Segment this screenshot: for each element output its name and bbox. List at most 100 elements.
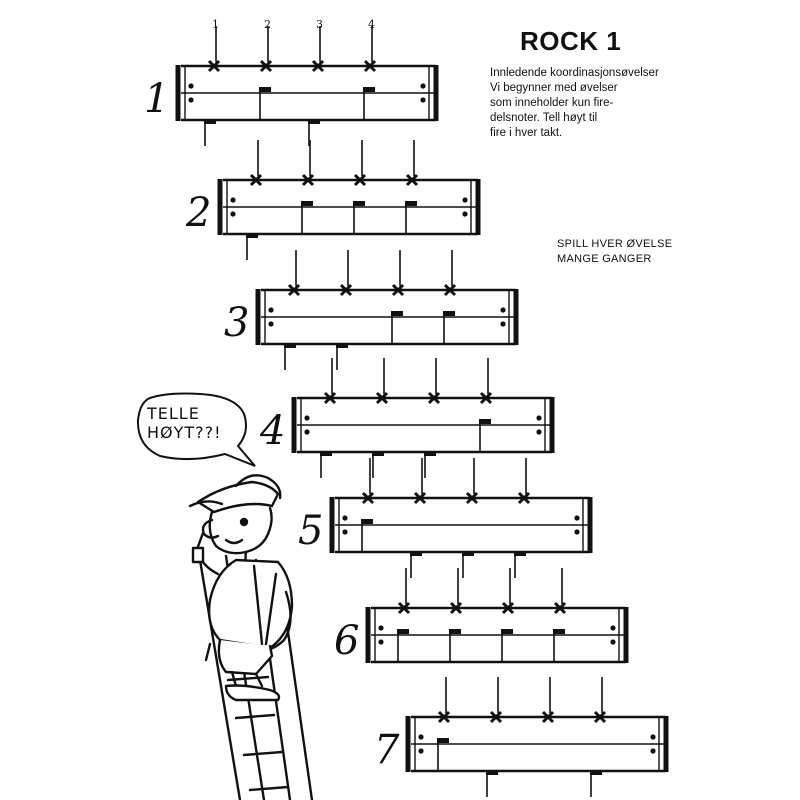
repeat-dot (342, 515, 348, 521)
hint-line: MANGE GANGER (557, 253, 652, 265)
intro-line: Vi begynner med øvelser (490, 82, 618, 94)
snare-note (437, 738, 449, 743)
beat-count: 4 (368, 18, 375, 31)
hihat-note (449, 601, 463, 615)
repeat-dot (420, 97, 426, 103)
repeat-dot (268, 321, 274, 327)
bass-note (462, 551, 474, 556)
hihat-note (443, 283, 457, 297)
cartoon-illustration (188, 474, 314, 800)
hihat-note (413, 491, 427, 505)
staves: 1 1 2 3 4 2 3 4 5 6 7 (144, 18, 669, 797)
intro-text: Innledende koordinasjonsøvelser Vi begyn… (490, 66, 690, 141)
exercise-number: 7 (374, 727, 400, 773)
hihat-note (427, 391, 441, 405)
bass-note (372, 451, 384, 456)
exercise-number: 5 (298, 508, 323, 554)
practice-hint: SPILL HVER ØVELSE MANGE GANGER (557, 237, 672, 267)
snare-note (391, 311, 403, 316)
page-title: ROCK 1 (520, 26, 622, 56)
intro-line: Innledende koordinasjonsøvelser (490, 67, 659, 79)
hihat-note (353, 173, 367, 187)
repeat-dot (230, 211, 236, 217)
bass-note (590, 770, 602, 775)
hint-line: SPILL HVER ØVELSE (557, 238, 673, 250)
hihat-note (249, 173, 263, 187)
snare-note (353, 201, 365, 206)
bass-note (204, 119, 216, 124)
bass-note (320, 451, 332, 456)
hihat-note (287, 283, 301, 297)
bass-note (514, 551, 526, 556)
exercise-number: 3 (224, 300, 249, 346)
hihat-note (517, 491, 531, 505)
hihat-note (207, 59, 221, 73)
hihat-note (501, 601, 515, 615)
exercise-number: 1 (144, 76, 169, 122)
snare-note (553, 629, 565, 634)
hihat-note (375, 391, 389, 405)
hihat-note (541, 710, 555, 724)
intro-line: delsnoter. Tell høyt til (490, 112, 598, 124)
bass-note (410, 551, 422, 556)
hihat-note (553, 601, 567, 615)
bass-note (424, 451, 436, 456)
repeat-dot (418, 748, 424, 754)
snare-note (449, 629, 461, 634)
repeat-dot (462, 197, 468, 203)
speech-text: TELLE HØYT??! (147, 404, 222, 442)
hihat-note (465, 491, 479, 505)
repeat-dot (342, 529, 348, 535)
repeat-dot (188, 83, 194, 89)
repeat-dot (610, 639, 616, 645)
hihat-note (323, 391, 337, 405)
exercise-number: 4 (259, 408, 285, 454)
repeat-dot (304, 429, 310, 435)
repeat-dot (610, 625, 616, 631)
bass-note (336, 343, 348, 348)
beat-count: 2 (264, 18, 271, 31)
repeat-dot (188, 97, 194, 103)
repeat-dot (268, 307, 274, 313)
repeat-dot (650, 748, 656, 754)
repeat-dot (378, 625, 384, 631)
hihat-note (489, 710, 503, 724)
beat-count: 3 (316, 18, 323, 31)
repeat-dot (500, 321, 506, 327)
hihat-note (259, 59, 273, 73)
repeat-dot (536, 429, 542, 435)
hihat-note (479, 391, 493, 405)
hihat-note (391, 283, 405, 297)
beat-count: 1 (212, 18, 219, 31)
speech-line: TELLE (147, 404, 200, 423)
snare-note (363, 87, 375, 92)
repeat-dot (230, 197, 236, 203)
snare-note (405, 201, 417, 206)
repeat-dot (500, 307, 506, 313)
snare-note (361, 519, 373, 524)
hihat-note (311, 59, 325, 73)
exercise-number: 6 (334, 618, 359, 664)
hihat-note (593, 710, 607, 724)
bass-note (284, 343, 296, 348)
hihat-note (437, 710, 451, 724)
snare-note (501, 629, 513, 634)
repeat-dot (650, 734, 656, 740)
snare-note (479, 419, 491, 424)
hihat-note (361, 491, 375, 505)
repeat-dot (574, 515, 580, 521)
repeat-dot (462, 211, 468, 217)
hihat-note (397, 601, 411, 615)
hihat-note (363, 59, 377, 73)
repeat-dot (304, 415, 310, 421)
repeat-dot (574, 529, 580, 535)
snare-note (443, 311, 455, 316)
repeat-dot (418, 734, 424, 740)
bass-note (486, 770, 498, 775)
intro-line: som inneholder kun fire- (490, 97, 614, 109)
repeat-dot (420, 83, 426, 89)
repeat-dot (378, 639, 384, 645)
exercise-number: 2 (185, 190, 211, 236)
snare-note (301, 201, 313, 206)
